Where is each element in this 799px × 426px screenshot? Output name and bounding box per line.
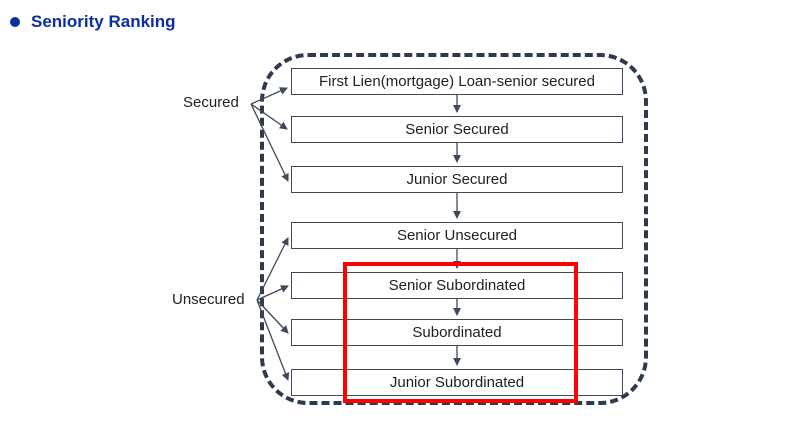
seniority-box-senior-secured: Senior Secured [291, 116, 623, 143]
seniority-box-senior-unsecured: Senior Unsecured [291, 222, 623, 249]
seniority-box-junior-secured: Junior Secured [291, 166, 623, 193]
bullet-icon [10, 17, 20, 27]
seniority-box-first-lien: First Lien(mortgage) Loan-senior secured [291, 68, 623, 95]
seniority-frame [260, 53, 648, 405]
highlight-rect-subordinated [343, 262, 578, 403]
header: Seniority Ranking [10, 12, 176, 32]
page-title: Seniority Ranking [31, 12, 176, 31]
group-label-unsecured: Unsecured [172, 291, 245, 308]
group-label-secured: Secured [183, 94, 239, 111]
